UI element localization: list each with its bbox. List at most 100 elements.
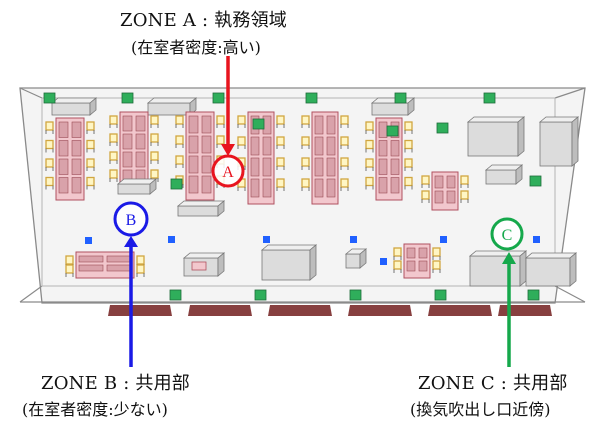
chair-left — [109, 151, 118, 164]
cabinet-side — [569, 252, 577, 287]
person-occupant — [122, 133, 133, 150]
floor-strip — [108, 305, 172, 316]
room-edge-back-right — [554, 87, 586, 99]
person-occupant — [314, 136, 324, 156]
lower-storage — [524, 252, 578, 287]
room-edge-front-right — [554, 285, 586, 303]
ceiling-vent-green — [529, 175, 542, 187]
chair-seat — [432, 247, 441, 257]
chair-right — [432, 260, 441, 273]
chair-seat — [393, 260, 402, 270]
chair-seat — [45, 176, 54, 187]
chair-left — [45, 176, 54, 190]
ceiling-vent-green — [483, 92, 496, 104]
chair-seat — [136, 264, 145, 274]
desk-cluster-lower-left — [75, 251, 135, 279]
cabinet-top — [50, 97, 98, 104]
chair-left — [365, 176, 374, 190]
chair-seat — [340, 178, 349, 188]
person-occupant — [378, 158, 388, 175]
room-edge-front-left — [19, 285, 43, 303]
chair-right — [404, 176, 413, 190]
chair-right — [404, 158, 413, 171]
chair-seat — [109, 151, 118, 161]
person-occupant — [71, 158, 82, 175]
person-occupant — [71, 121, 82, 138]
storage-block — [466, 116, 526, 157]
chair-left — [175, 115, 184, 128]
person-occupant — [71, 177, 82, 194]
ceiling-vent-green — [254, 289, 267, 301]
cabinet-top — [468, 250, 528, 257]
person-occupant — [201, 155, 212, 174]
ceiling-vent-green — [305, 92, 318, 104]
cabinet-side — [217, 252, 225, 277]
person-occupant — [250, 157, 260, 177]
low-cabinet — [116, 178, 158, 195]
chair-left — [237, 115, 246, 128]
desk-cluster-1 — [55, 117, 85, 201]
chair-seat — [216, 135, 225, 145]
chair-seat — [301, 178, 310, 188]
chair-left — [45, 121, 54, 134]
chair-seat — [340, 136, 349, 146]
ceiling-vent-green — [436, 122, 449, 134]
person-occupant — [58, 158, 69, 175]
chair-seat — [421, 190, 430, 200]
ceiling-vent-blue — [168, 236, 175, 243]
chair-right — [150, 133, 159, 146]
desk-cluster-3 — [185, 111, 215, 201]
chair-seat — [175, 115, 184, 125]
cabinet-front — [467, 121, 519, 157]
zone-c-pointer: C — [490, 217, 524, 367]
person-occupant — [188, 135, 199, 154]
cabinet-front — [539, 121, 573, 167]
chair-seat — [301, 157, 310, 167]
chair-seat — [404, 139, 413, 150]
person-occupant — [201, 115, 212, 134]
cabinet-side — [517, 116, 525, 157]
chair-right — [460, 190, 469, 203]
chair-seat — [365, 176, 374, 187]
zone-b-arrowhead — [124, 236, 138, 247]
chair-right — [404, 139, 413, 153]
person-occupant — [262, 178, 272, 198]
ceiling-vent-blue — [263, 236, 270, 243]
chair-seat — [276, 157, 285, 167]
chair-seat — [365, 121, 374, 131]
chair-left — [365, 121, 374, 134]
chair-right — [150, 151, 159, 164]
chair-right — [340, 136, 349, 149]
chair-seat — [109, 133, 118, 143]
person-occupant — [434, 175, 444, 189]
zone-c-arrowhead — [502, 252, 516, 264]
chair-seat — [136, 255, 145, 265]
person-occupant — [188, 175, 199, 194]
cabinet-top — [260, 244, 318, 251]
person-occupant — [250, 136, 260, 156]
chair-seat — [150, 115, 159, 125]
ceiling-vent-green — [43, 92, 56, 104]
person-occupant — [201, 175, 212, 194]
cabinet-side — [149, 178, 157, 195]
ceiling-vent-blue — [85, 237, 92, 244]
person-occupant — [250, 178, 260, 198]
chair-right — [276, 115, 285, 128]
person-occupant — [446, 175, 456, 189]
ceiling-vent-green — [434, 289, 447, 301]
chair-seat — [404, 158, 413, 168]
cabinet-top — [176, 200, 226, 207]
person-occupant — [135, 115, 146, 132]
chair-right — [216, 115, 225, 128]
zone-a-marker — [211, 154, 245, 188]
chair-seat — [276, 115, 285, 125]
chair-right — [340, 157, 349, 170]
zone-b-marker — [113, 201, 149, 237]
zone-c-subtitle: (換気吹出し口近傍) — [410, 400, 551, 419]
floor-vent-strips — [108, 305, 552, 316]
chair-seat — [86, 121, 95, 131]
person-occupant — [262, 157, 272, 177]
chair-seat — [237, 136, 246, 146]
ceiling-vent-green — [121, 92, 134, 104]
